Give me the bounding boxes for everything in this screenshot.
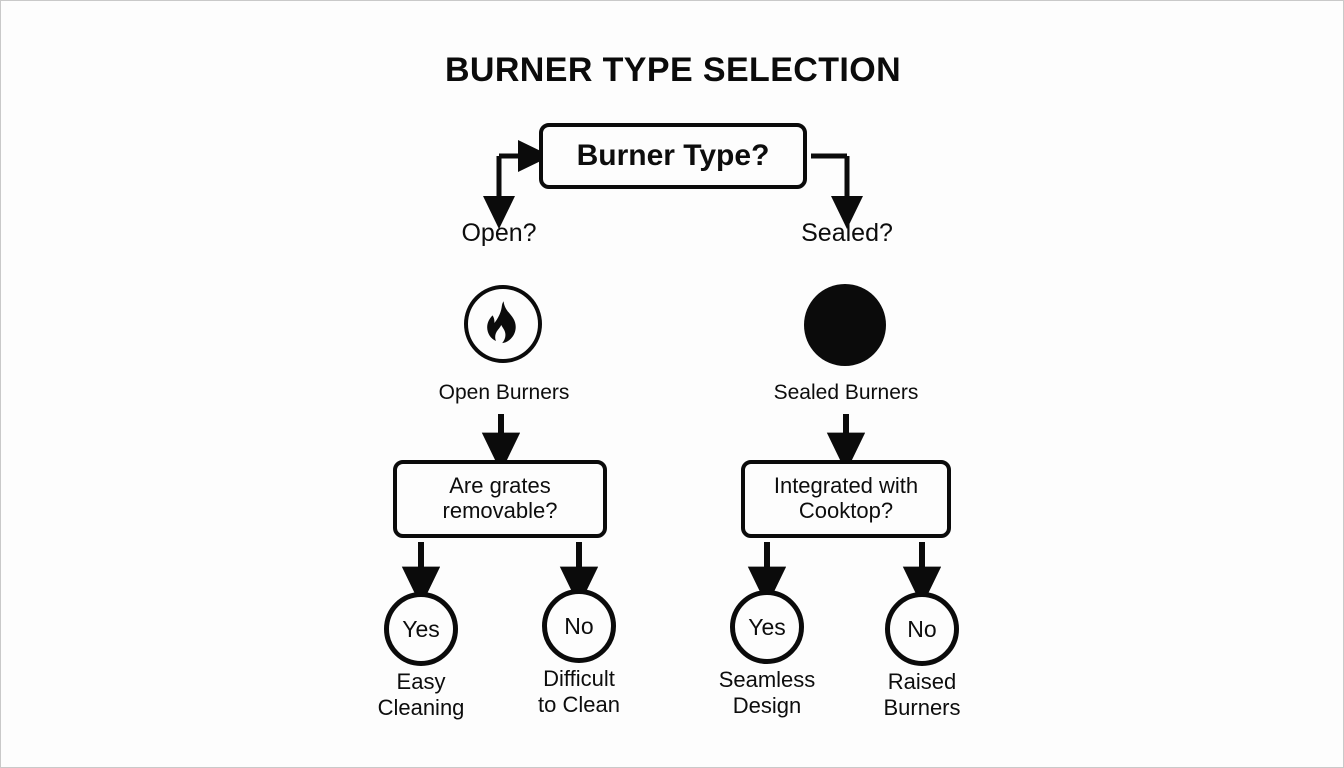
sealed-burner-node[interactable] (804, 284, 886, 366)
connector-root-to-sealed (811, 153, 864, 229)
sealed-burner-caption: Sealed Burners (773, 381, 919, 404)
outcome-label-difficult-to-clean: Difficult to Clean (538, 666, 620, 717)
decision-label-integrated-cooktop: Integrated with Cooktop? (773, 473, 919, 523)
outcome-label-seamless-design: Seamless Design (718, 667, 816, 718)
flame-icon (487, 301, 516, 344)
open-burner-caption: Open Burners (438, 381, 570, 404)
page-title: BURNER TYPE SELECTION (444, 51, 902, 89)
root-decision-node[interactable]: Burner Type? (539, 123, 807, 189)
outcome-label-easy-cleaning: Easy Cleaning (377, 669, 465, 720)
outcome-node-open-no[interactable]: No (542, 589, 616, 663)
decision-node-integrated-cooktop[interactable]: Integrated with Cooktop? (741, 460, 951, 538)
outcome-answer-open-no: No (564, 612, 594, 639)
open-burner-node[interactable] (464, 285, 542, 363)
outcome-answer-sealed-no: No (907, 615, 937, 642)
outcome-answer-open-yes: Yes (402, 615, 440, 642)
branch-label-open: Open? (461, 219, 537, 247)
root-decision-label: Burner Type? (576, 139, 770, 172)
decision-label-grates-removable: Are grates removable? (442, 473, 558, 523)
outcome-label-raised-burners: Raised Burners (883, 669, 961, 720)
outcome-node-open-yes[interactable]: Yes (384, 592, 458, 666)
branch-label-sealed: Sealed? (801, 219, 893, 247)
outcome-node-sealed-yes[interactable]: Yes (730, 590, 804, 664)
outcome-node-sealed-no[interactable]: No (885, 592, 959, 666)
decision-node-grates-removable[interactable]: Are grates removable? (393, 460, 607, 538)
connector-root-to-open (483, 139, 551, 229)
outcome-answer-sealed-yes: Yes (748, 613, 786, 640)
